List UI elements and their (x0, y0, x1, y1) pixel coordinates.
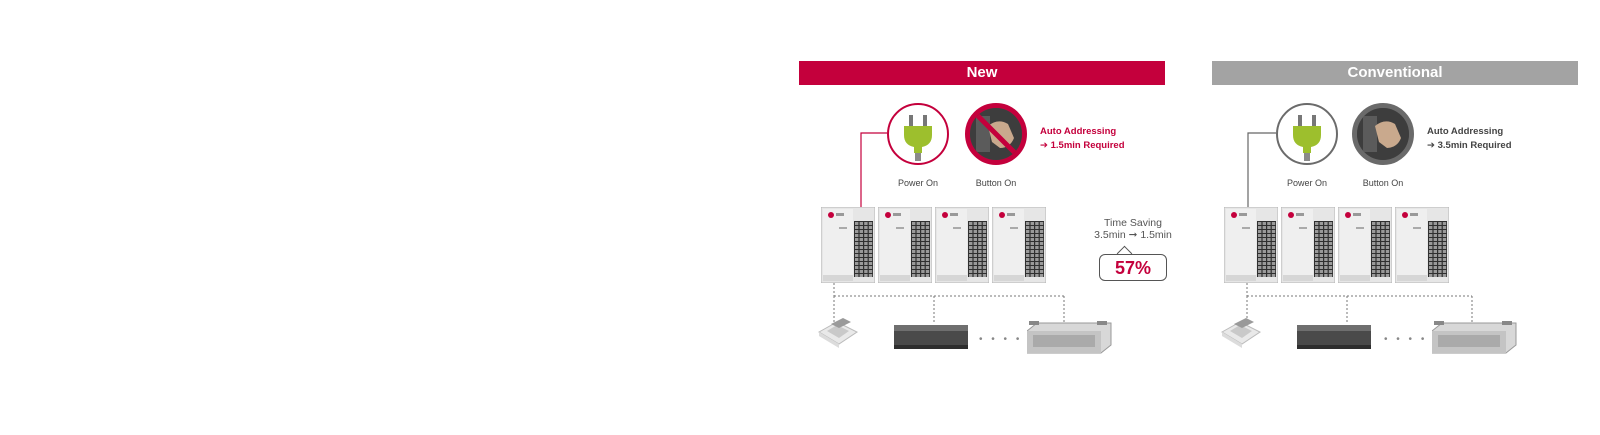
wall-unit-icon (1297, 323, 1373, 356)
outdoor-unit (820, 206, 876, 284)
saving-from: 3.5min (1094, 229, 1126, 241)
wall-unit-icon (894, 323, 970, 356)
auto-addressing-title: Auto Addressing (1040, 126, 1117, 137)
auto-addressing-note: Auto Addressing ➔ 1.5min Required (1040, 125, 1125, 153)
time-saving-label: Time Saving 3.5min ➞ 1.5min (1085, 217, 1181, 241)
new-header: New (799, 61, 1165, 85)
auto-addressing-title: Auto Addressing (1427, 126, 1504, 137)
outdoor-unit (991, 206, 1047, 284)
conventional-header: Conventional (1212, 61, 1578, 85)
auto-addressing-time: 1.5min Required (1050, 140, 1125, 151)
right-arrow-icon: ➔ (1427, 140, 1438, 151)
auto-addressing-time: 3.5min Required (1437, 140, 1512, 151)
duct-unit-icon (1431, 321, 1524, 360)
outdoor-unit (1280, 206, 1336, 284)
button-on-icon (1352, 103, 1414, 165)
power-on-icon (1276, 103, 1338, 165)
power-on-caption: Power On (1286, 178, 1328, 188)
duct-unit-icon (1026, 321, 1119, 360)
outdoor-unit (934, 206, 990, 284)
saving-to: 1.5min (1140, 229, 1172, 241)
right-arrow-icon: ➔ (1040, 140, 1051, 151)
auto-addressing-note: Auto Addressing ➔ 3.5min Required (1427, 125, 1512, 153)
power-on-icon (887, 103, 949, 165)
button-on-caption: Button On (1362, 178, 1404, 188)
outdoor-unit (877, 206, 933, 284)
outdoor-units (820, 206, 1047, 284)
outdoor-unit (1394, 206, 1450, 284)
saving-percent-badge: 57% (1099, 254, 1167, 281)
button-on-icon (965, 103, 1027, 165)
outdoor-units (1223, 206, 1450, 284)
cassette-unit-icon (813, 316, 861, 359)
time-saving-title: Time Saving (1104, 217, 1162, 229)
new-panel: New Power On Button On Auto Addressing ➔… (799, 61, 1172, 421)
more-units-dots: • • • • • (979, 334, 1035, 345)
button-on-caption: Button On (975, 178, 1017, 188)
outdoor-unit (1223, 206, 1279, 284)
cassette-unit-icon (1216, 316, 1264, 359)
power-on-caption: Power On (897, 178, 939, 188)
right-arrow-icon: ➞ (1128, 229, 1138, 241)
more-units-dots: • • • • • (1384, 334, 1440, 345)
conventional-panel: Conventional Power On Button On Auto Add… (1212, 61, 1578, 421)
outdoor-unit (1337, 206, 1393, 284)
